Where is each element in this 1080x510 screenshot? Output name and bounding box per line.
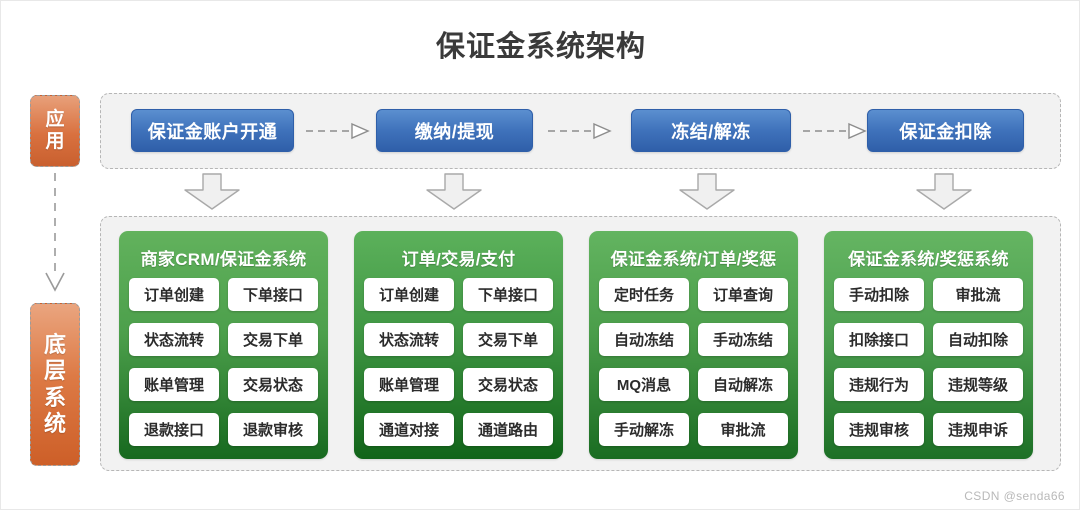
list-item[interactable]: 订单创建 — [129, 278, 219, 311]
panel-title: 保证金系统/奖惩系统 — [848, 250, 1009, 269]
app-box-deposit-deduct[interactable]: 保证金扣除 — [867, 109, 1024, 152]
panel-title: 订单/交易/支付 — [401, 250, 516, 269]
panel-title: 保证金系统/订单/奖惩 — [610, 250, 777, 269]
block-arrow-down-icon — [916, 173, 972, 210]
vertical-dashed-arrow-icon — [45, 173, 65, 292]
panel-cell-grid: 定时任务 订单查询 自动冻结 手动冻结 MQ消息 自动解冻 手动解冻 审批流 — [599, 278, 788, 446]
list-item[interactable]: 交易下单 — [228, 323, 318, 356]
layer-label-application: 应用 — [30, 95, 80, 167]
list-item[interactable]: MQ消息 — [599, 368, 689, 401]
list-item[interactable]: 通道路由 — [463, 413, 553, 446]
list-item[interactable]: 交易下单 — [463, 323, 553, 356]
list-item[interactable]: 通道对接 — [364, 413, 454, 446]
list-item[interactable]: 订单创建 — [364, 278, 454, 311]
list-item[interactable]: 下单接口 — [228, 278, 318, 311]
dashed-arrow-right-icon — [803, 122, 867, 140]
panel-order-trade-payment: 订单/交易/支付 订单创建 下单接口 状态流转 交易下单 账单管理 交易状态 通… — [354, 231, 563, 459]
layer-label-application-text: 应用 — [45, 109, 65, 152]
panel-title: 商家CRM/保证金系统 — [140, 250, 307, 269]
list-item[interactable]: 违规申诉 — [933, 413, 1023, 446]
panel-merchant-crm-deposit-system: 商家CRM/保证金系统 订单创建 下单接口 状态流转 交易下单 账单管理 交易状… — [119, 231, 328, 459]
list-item[interactable]: 手动解冻 — [599, 413, 689, 446]
list-item[interactable]: 定时任务 — [599, 278, 689, 311]
panel-cell-grid: 订单创建 下单接口 状态流转 交易下单 账单管理 交易状态 退款接口 退款审核 — [129, 278, 318, 446]
list-item[interactable]: 审批流 — [933, 278, 1023, 311]
panel-deposit-reward-punish-system: 保证金系统/奖惩系统 手动扣除 审批流 扣除接口 自动扣除 违规行为 违规等级 … — [824, 231, 1033, 459]
block-arrow-down-icon — [426, 173, 482, 210]
block-arrow-down-icon — [679, 173, 735, 210]
list-item[interactable]: 违规审核 — [834, 413, 924, 446]
panel-cell-grid: 手动扣除 审批流 扣除接口 自动扣除 违规行为 违规等级 违规审核 违规申诉 — [834, 278, 1023, 446]
layer-label-base-system-text: 底层系统 — [44, 331, 67, 436]
list-item[interactable]: 账单管理 — [129, 368, 219, 401]
list-item[interactable]: 退款审核 — [228, 413, 318, 446]
list-item[interactable]: 手动扣除 — [834, 278, 924, 311]
list-item[interactable]: 自动解冻 — [698, 368, 788, 401]
list-item[interactable]: 交易状态 — [463, 368, 553, 401]
list-item[interactable]: 自动扣除 — [933, 323, 1023, 356]
list-item[interactable]: 自动冻结 — [599, 323, 689, 356]
page-title: 保证金系统架构 — [435, 31, 646, 63]
panel-cell-grid: 订单创建 下单接口 状态流转 交易下单 账单管理 交易状态 通道对接 通道路由 — [364, 278, 553, 446]
list-item[interactable]: 手动冻结 — [698, 323, 788, 356]
list-item[interactable]: 下单接口 — [463, 278, 553, 311]
watermark: CSDN @senda66 — [964, 489, 1065, 503]
list-item[interactable]: 审批流 — [698, 413, 788, 446]
list-item[interactable]: 违规行为 — [834, 368, 924, 401]
panel-deposit-order-reward-punish: 保证金系统/订单/奖惩 定时任务 订单查询 自动冻结 手动冻结 MQ消息 自动解… — [589, 231, 798, 459]
list-item[interactable]: 退款接口 — [129, 413, 219, 446]
list-item[interactable]: 订单查询 — [698, 278, 788, 311]
list-item[interactable]: 账单管理 — [364, 368, 454, 401]
app-box-freeze-unfreeze[interactable]: 冻结/解冻 — [631, 109, 791, 152]
app-box-deposit-account-open[interactable]: 保证金账户开通 — [131, 109, 294, 152]
app-box-pay-withdraw[interactable]: 缴纳/提现 — [376, 109, 533, 152]
list-item[interactable]: 扣除接口 — [834, 323, 924, 356]
list-item[interactable]: 交易状态 — [228, 368, 318, 401]
layer-label-base-system: 底层系统 — [30, 303, 80, 466]
dashed-arrow-right-icon — [548, 122, 612, 140]
list-item[interactable]: 违规等级 — [933, 368, 1023, 401]
list-item[interactable]: 状态流转 — [129, 323, 219, 356]
list-item[interactable]: 状态流转 — [364, 323, 454, 356]
dashed-arrow-right-icon — [306, 122, 370, 140]
block-arrow-down-icon — [184, 173, 240, 210]
